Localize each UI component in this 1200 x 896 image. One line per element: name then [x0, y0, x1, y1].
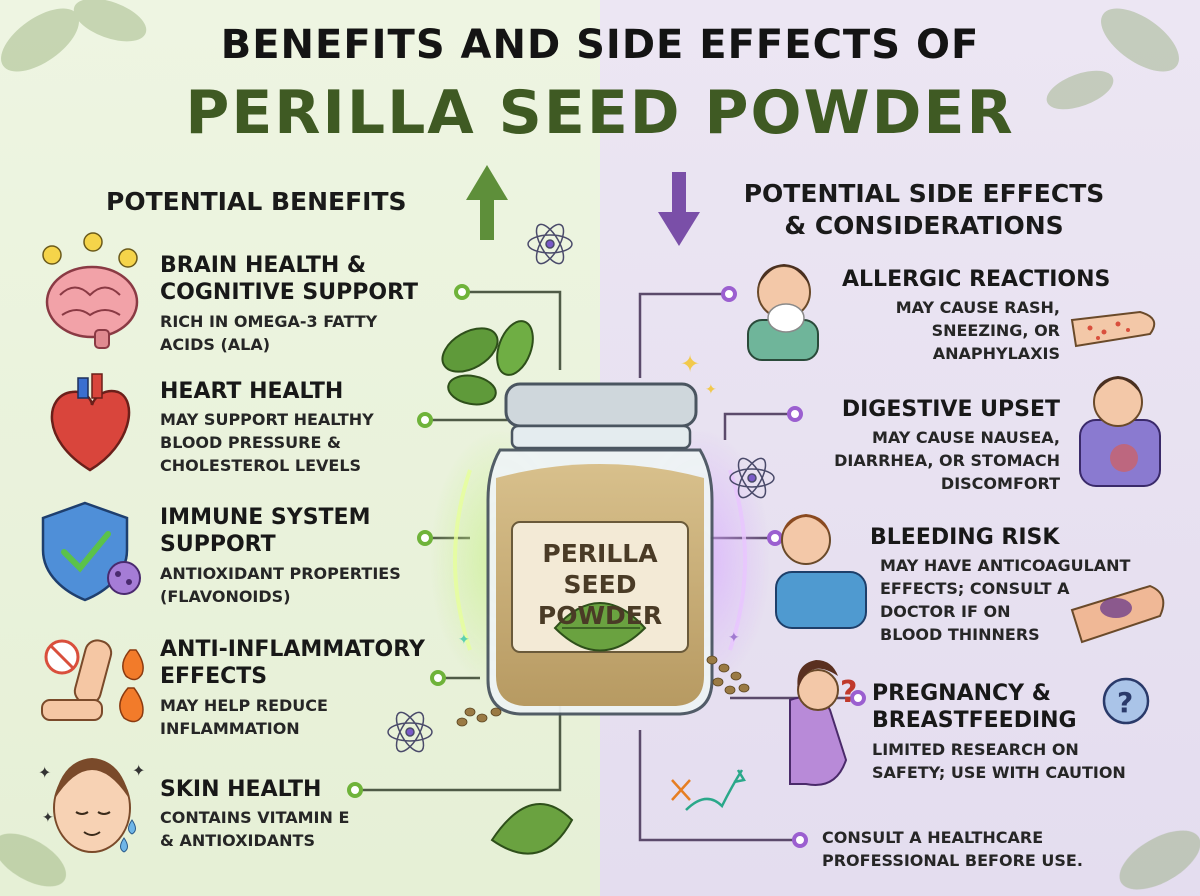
jar-label: PERILLA SEED POWDER — [515, 538, 685, 631]
side-effect-description: MAY CAUSE RASH, — [895, 298, 1060, 317]
benefit-title: IMMUNE SYSTEM — [160, 505, 371, 530]
face-icon — [53, 758, 131, 853]
side-effect-description-line-3: DISCOMFORT — [940, 474, 1060, 493]
brain-icon — [45, 265, 139, 349]
benefit-description-line-3: CHOLESTEROL LEVELS — [160, 456, 362, 475]
consult-note-line-2: PROFESSIONAL BEFORE USE. — [822, 851, 1083, 870]
side-effect-description-line-2: SAFETY; USE WITH CAUTION — [872, 763, 1126, 782]
svg-text:✦: ✦ — [728, 630, 740, 646]
benefit-description: RICH IN OMEGA-3 FATTY — [160, 312, 378, 331]
benefit-title: HEART HEALTH — [160, 379, 344, 404]
svg-text:✦: ✦ — [132, 761, 145, 780]
side-effects-heading-line-1: POTENTIAL SIDE EFFECTS — [743, 179, 1105, 208]
side-effect-description: LIMITED RESEARCH ON — [872, 740, 1079, 759]
svg-text:?: ? — [1117, 686, 1133, 719]
benefit-description: MAY HELP REDUCE — [160, 696, 328, 715]
title-line-1: BENEFITS AND SIDE EFFECTS OF — [220, 22, 980, 68]
no-fire-icon — [44, 639, 80, 675]
jar-label-line-2: POWDER — [537, 601, 663, 630]
rash-arm-icon — [1070, 310, 1156, 348]
side-effects-heading: POTENTIAL SIDE EFFECTS & CONSIDERATIONS — [714, 178, 1134, 242]
svg-text:✦: ✦ — [38, 763, 51, 782]
benefit-icons: ✦ ✦ ✦ — [38, 232, 145, 853]
benefit-description-line-2: BLOOD PRESSURE & — [160, 433, 341, 452]
seed-pile-icon — [456, 655, 750, 727]
side-effect-description-line-2: EFFECTS; CONSULT A — [880, 579, 1070, 598]
benefit-title: BRAIN HEALTH & — [160, 253, 367, 278]
benefit-description-line-2: ACIDS (ALA) — [160, 335, 271, 354]
jar-label-line-1: PERILLA SEED — [542, 539, 658, 599]
svg-text:✦: ✦ — [42, 810, 54, 826]
question-mark-icon: ? — [840, 675, 857, 710]
benefit-title: ANTI-INFLAMMATORY — [160, 637, 425, 662]
side-effect-description-line-2: DIARRHEA, OR STOMACH — [834, 451, 1060, 470]
side-effect-title: BLEEDING RISK — [870, 525, 1060, 550]
benefit-title-line-2: EFFECTS — [160, 664, 268, 689]
benefit-description-line-2: INFLAMMATION — [160, 719, 300, 738]
shield-icon — [41, 501, 129, 602]
stomach-ache-icon — [1079, 376, 1161, 487]
side-effects-heading-line-2: & CONSIDERATIONS — [784, 211, 1064, 240]
svg-text:✦: ✦ — [705, 382, 717, 398]
side-effect-description-line-3: DOCTOR IF ON — [880, 602, 1011, 621]
benefits-heading: POTENTIAL BENEFITS — [106, 187, 407, 216]
side-effect-title-line-2: BREASTFEEDING — [872, 708, 1077, 733]
perilla-leaf-icon — [441, 320, 534, 406]
side-effect-description: MAY HAVE ANTICOAGULANT — [880, 556, 1131, 575]
benefit-description-line-2: (FLAVONOIDS) — [160, 587, 291, 606]
question-circle-icon: ? — [1102, 677, 1150, 725]
benefit-title-line-2: SUPPORT — [160, 532, 276, 557]
side-effect-description-line-2: SNEEZING, OR — [931, 321, 1060, 340]
benefit-title: SKIN HEALTH — [160, 777, 322, 802]
water-drop-icon — [120, 819, 136, 853]
pregnant-woman-icon — [789, 660, 848, 786]
doodle-arrow-icon — [671, 769, 746, 811]
benefit-description: CONTAINS VITAMIN E — [160, 808, 350, 827]
benefit-title-line-2: COGNITIVE SUPPORT — [160, 280, 419, 305]
heart-icon — [50, 373, 131, 472]
benefit-description-line-2: & ANTIOXIDANTS — [160, 831, 315, 850]
benefit-description: MAY SUPPORT HEALTHY — [160, 410, 374, 429]
jar-icon — [486, 382, 714, 716]
flame-icon — [119, 649, 144, 723]
stop-hand-icon — [41, 639, 113, 721]
side-effect-description: MAY CAUSE NAUSEA, — [871, 428, 1060, 447]
side-effect-title: PREGNANCY & — [872, 681, 1051, 706]
consult-note-line-1: CONSULT A HEALTHCARE — [822, 828, 1044, 847]
lightbulb-icon — [42, 232, 138, 268]
bottom-leaf-icon — [490, 803, 574, 855]
sparkle-icon: ✦ ✦ ✦ — [38, 761, 145, 826]
svg-text:✦: ✦ — [458, 632, 470, 648]
bruise-icon — [1070, 584, 1165, 644]
title-line-2: PERILLA SEED POWDER — [185, 78, 1015, 148]
side-effect-description-line-4: BLOOD THINNERS — [880, 625, 1040, 644]
sparkle-icon: ✦ ✦ ✦ ✦ — [458, 350, 740, 648]
side-effect-title: DIGESTIVE UPSET — [841, 397, 1060, 422]
benefit-description: ANTIOXIDANT PROPERTIES — [160, 564, 401, 583]
side-effect-description-line-3: ANAPHYLAXIS — [932, 344, 1060, 363]
side-effect-title: ALLERGIC REACTIONS — [842, 267, 1111, 292]
person-taking-pill-icon — [775, 514, 867, 629]
virus-icon — [107, 561, 141, 595]
sneezing-person-icon — [747, 264, 819, 361]
svg-text:✦: ✦ — [680, 350, 700, 378]
atom-icon — [387, 223, 775, 753]
